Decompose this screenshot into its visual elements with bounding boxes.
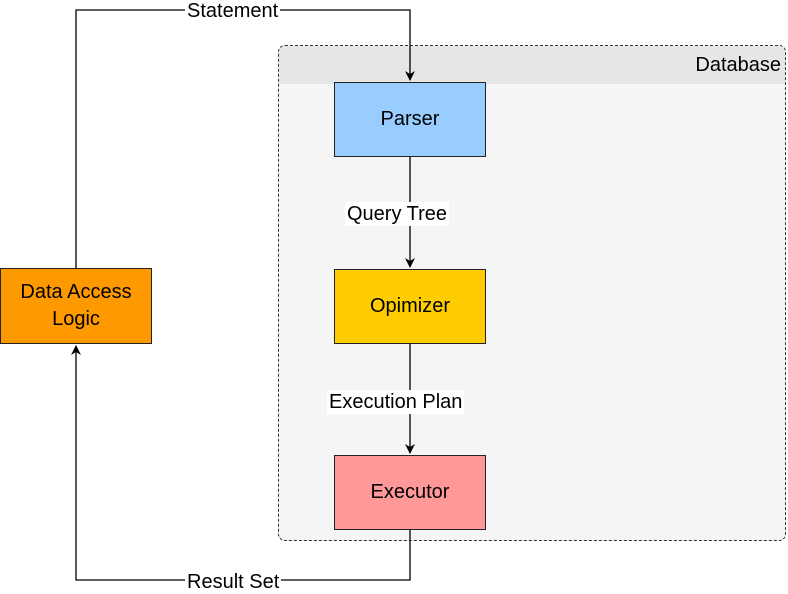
- parser-label: Parser: [380, 108, 440, 130]
- optimizer-node: Opimizer: [334, 269, 486, 344]
- executor-node: Executor: [334, 455, 486, 530]
- data-access-logic-node: Data Access Logic: [0, 268, 152, 344]
- result-set-edge-label: Result Set: [185, 570, 282, 594]
- optimizer-label: Opimizer: [369, 295, 450, 317]
- data-access-logic-label: Data Access Logic: [20, 281, 132, 330]
- executor-label: Executor: [370, 481, 450, 503]
- query-tree-edge-label: Query Tree: [345, 202, 450, 226]
- statement-edge-label: Statement: [185, 0, 281, 23]
- parser-node: Parser: [334, 82, 486, 157]
- database-label: Database: [695, 54, 781, 76]
- execution-plan-edge-label: Execution Plan: [327, 390, 465, 414]
- database-header: [279, 46, 785, 84]
